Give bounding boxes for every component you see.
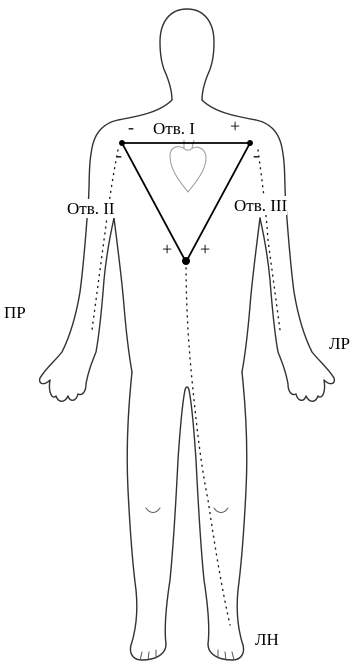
right-knee-detail xyxy=(214,508,228,513)
lead1-label: Отв. I xyxy=(153,120,195,137)
left-knee-detail xyxy=(146,508,160,513)
left-leg-electrode xyxy=(182,257,190,265)
lead3-positive-sign: + xyxy=(200,240,210,258)
left-arm-label: ЛР xyxy=(329,335,350,352)
lead2-positive-sign: + xyxy=(162,240,172,258)
lead2-label: Отв. II xyxy=(67,200,115,217)
right-arm-label: ПР xyxy=(4,304,26,321)
human-body-outline xyxy=(40,9,335,660)
right-leg-outline xyxy=(189,372,247,660)
lead3-label: Отв. III xyxy=(234,197,287,214)
left-leg-label: ЛН xyxy=(255,631,279,648)
right-torso-outline xyxy=(242,218,260,372)
lead1-positive-sign: + xyxy=(230,117,240,135)
left-shoulder-outline xyxy=(40,100,172,401)
right-arm-lead-dots xyxy=(92,150,118,330)
left-leg-outline xyxy=(127,372,185,660)
lead3-negative-sign: - xyxy=(253,146,259,164)
einthoven-triangle xyxy=(122,143,250,262)
lead1-negative-sign: - xyxy=(128,118,134,136)
head-outline xyxy=(160,9,214,100)
left-arm-lead-dots xyxy=(258,150,280,330)
crotch-outline xyxy=(185,387,189,390)
lead2-negative-sign: - xyxy=(116,146,122,164)
left-torso-outline xyxy=(114,218,132,372)
heart-icon xyxy=(170,140,206,192)
right-shoulder-outline xyxy=(202,100,334,401)
left-leg-lead-dots xyxy=(186,262,230,625)
